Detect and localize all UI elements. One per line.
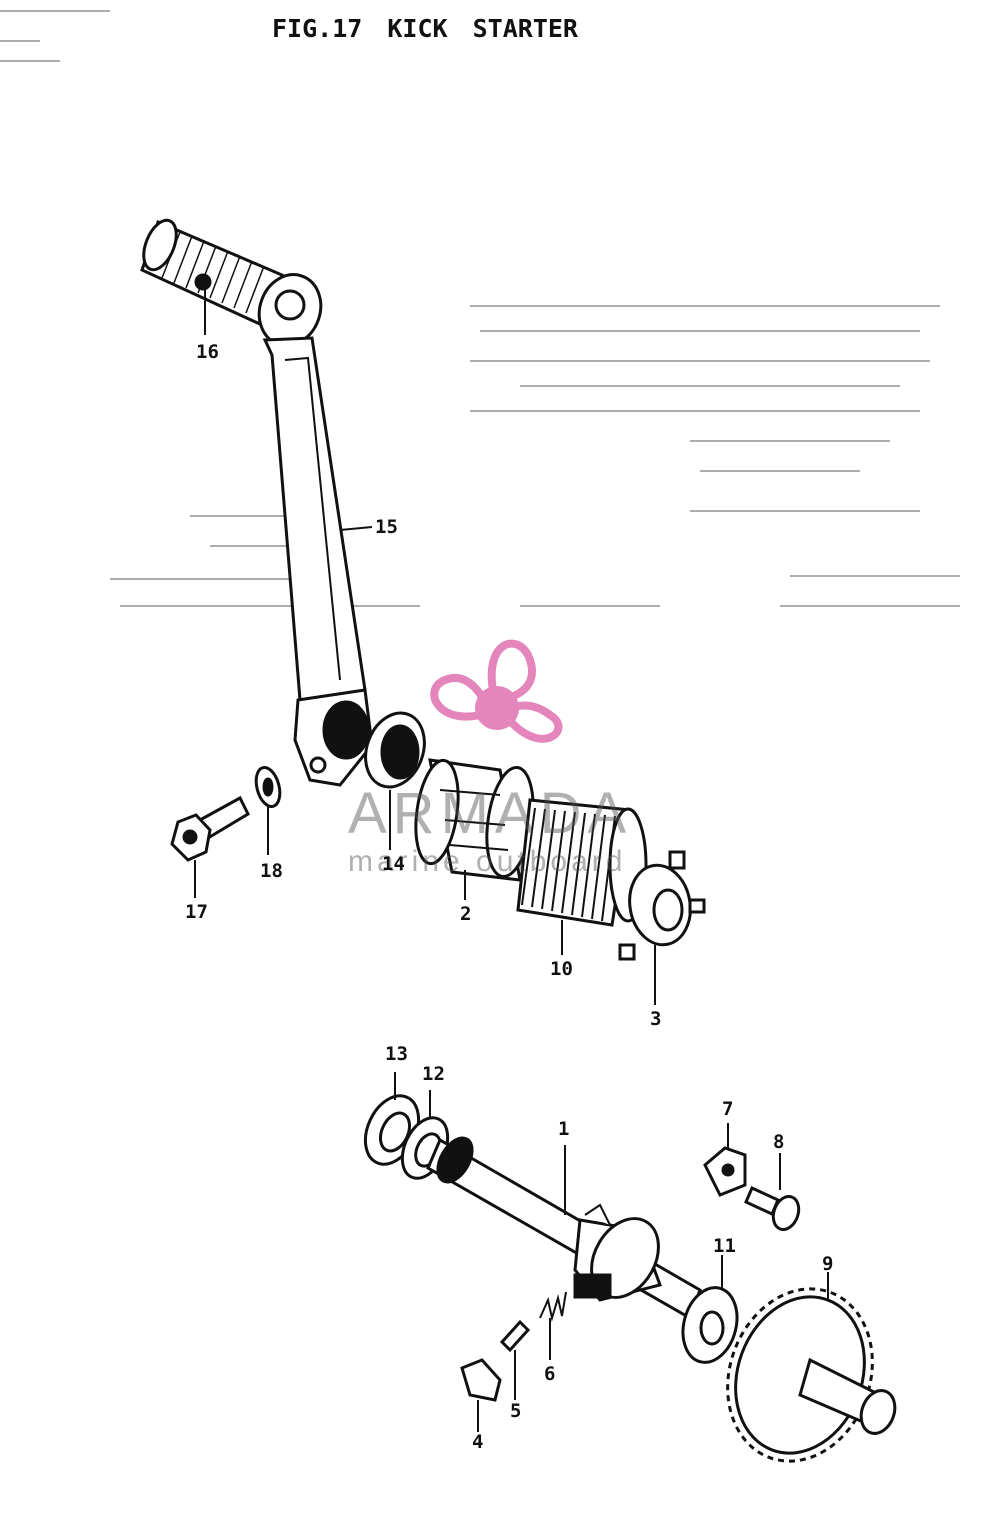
part-5-pin (499, 1319, 531, 1353)
part-6-spring (539, 1291, 567, 1322)
callout-3: 3 (650, 1008, 662, 1030)
part-18-washer (254, 765, 282, 809)
leader-lines (194, 290, 829, 1432)
part-11-washer (681, 1286, 739, 1364)
callout-5: 5 (510, 1400, 522, 1422)
callout-9: 9 (822, 1253, 834, 1275)
part-2-pawl-drum (414, 758, 535, 882)
callout-16: 16 (196, 341, 219, 363)
callout-17: 17 (185, 901, 208, 923)
watermark-brand: ARMADA (348, 781, 633, 846)
part-8-screw (744, 1185, 801, 1231)
watermark-tagline: marine outboard (348, 845, 627, 878)
watermark-propeller-icon (430, 639, 563, 743)
callout-8: 8 (773, 1131, 785, 1153)
callout-12: 12 (422, 1063, 445, 1085)
part-4-pawl (460, 1358, 502, 1402)
callout-14: 14 (382, 853, 405, 875)
callout-11: 11 (713, 1235, 736, 1257)
callout-13: 13 (385, 1043, 408, 1065)
callout-7: 7 (722, 1098, 734, 1120)
callout-2: 2 (460, 903, 472, 925)
scan-noise (0, 10, 960, 607)
part-3-spring-guide (618, 850, 706, 961)
part-7-guide (703, 1146, 747, 1197)
part-15-kick-lever (262, 336, 374, 787)
callout-4: 4 (472, 1431, 484, 1453)
callout-15: 15 (375, 516, 398, 538)
callout-6: 6 (544, 1363, 556, 1385)
part-16-grip (140, 218, 323, 347)
part-17-bolt (170, 795, 250, 862)
part-14-oil-seal (364, 711, 426, 789)
callout-18: 18 (260, 860, 283, 882)
callout-10: 10 (550, 958, 573, 980)
figure-title: FIG.17 KICK STARTER (272, 14, 578, 43)
callout-1: 1 (558, 1118, 570, 1140)
